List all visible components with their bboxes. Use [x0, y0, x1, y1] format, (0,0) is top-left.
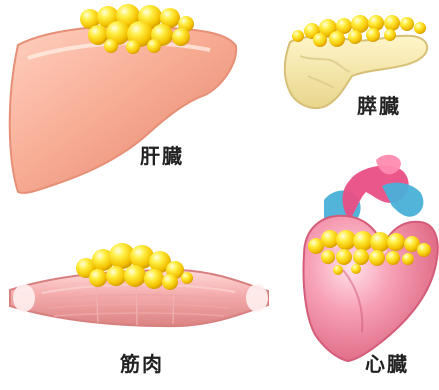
- heart-label: 心臓: [365, 354, 409, 374]
- muscle-fat-cluster: [76, 243, 193, 290]
- pancreas-label: 膵臓: [357, 96, 401, 116]
- pancreas-illustration: [285, 36, 427, 108]
- muscle-label: 筋肉: [120, 354, 164, 374]
- liver-label: 肝臓: [140, 146, 184, 166]
- liver-illustration: [10, 26, 236, 193]
